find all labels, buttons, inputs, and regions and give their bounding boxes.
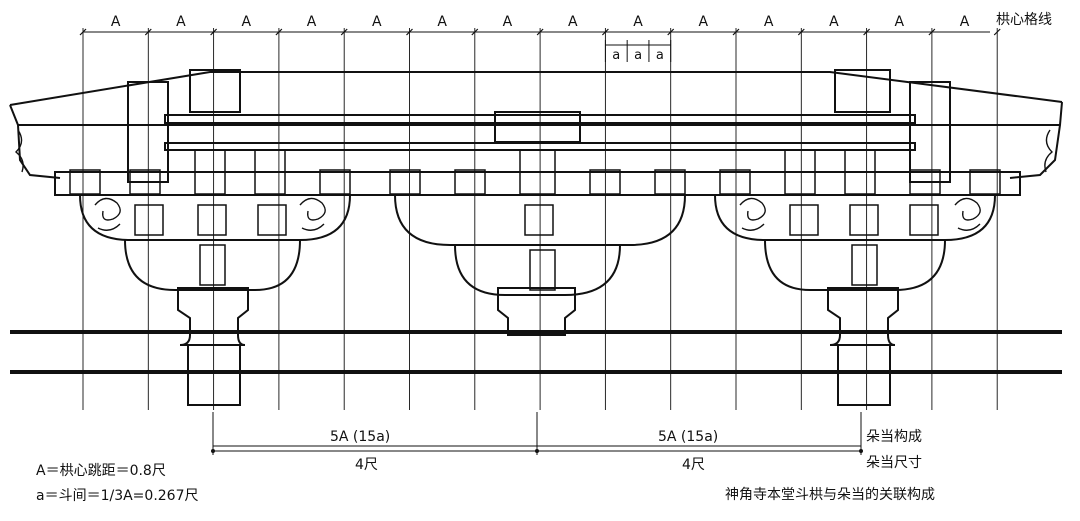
module-tick-14	[993, 28, 1001, 36]
module-label-11: A	[829, 14, 839, 30]
right-bracket-arm	[714, 194, 996, 241]
sub-module-label-1: a	[634, 48, 642, 63]
module-tick-3	[275, 28, 283, 36]
module-tick-12	[863, 28, 871, 36]
legend-module: A＝栱心跳距＝0.8尺	[36, 463, 166, 479]
left-bracket-arm	[79, 194, 351, 241]
module-tick-13	[928, 28, 936, 36]
module-tick-0	[79, 28, 87, 36]
side-label-composition: 朵当构成	[866, 429, 922, 445]
right-upper-frame	[909, 81, 951, 183]
module-tick-9	[667, 28, 675, 36]
span-dot-2	[859, 449, 863, 453]
center-cap-block	[497, 287, 576, 336]
module-tick-1	[144, 28, 152, 36]
bracket-set-elevation	[9, 69, 1063, 406]
bracket-grid-lines	[82, 28, 998, 410]
span-dimension-rows	[211, 412, 863, 455]
module-label-2: A	[241, 14, 251, 30]
module-tick-2	[210, 28, 218, 36]
right-column	[837, 344, 891, 406]
module-tick-4	[340, 28, 348, 36]
left-lower-arm	[124, 239, 301, 291]
module-label-10: A	[764, 14, 774, 30]
span-2-top-label: 5A (15a)	[658, 429, 719, 445]
module-label-1: A	[176, 14, 186, 30]
span-dot-1	[535, 449, 539, 453]
center-lower-arm	[454, 244, 621, 296]
legend-sub-module: a＝斗间＝1/3A=0.267尺	[36, 488, 199, 504]
span-1-top-label: 5A (15a)	[330, 429, 391, 445]
module-label-8: A	[633, 14, 643, 30]
module-tick-11	[797, 28, 805, 36]
module-label-5: A	[437, 14, 447, 30]
right-lower-arm	[764, 239, 946, 291]
module-label-3: A	[307, 14, 317, 30]
top-block-right	[834, 69, 891, 113]
left-cap-block	[177, 287, 249, 346]
sub-module-label-2: a	[656, 48, 664, 63]
eave-right-end	[1009, 101, 1063, 179]
figure-caption: 神角寺本堂斗栱与朵当的关联构成	[725, 487, 935, 503]
module-tick-8	[601, 28, 609, 36]
top-block-left	[189, 69, 241, 113]
module-label-0: A	[111, 14, 121, 30]
tier-1-row	[54, 171, 1021, 196]
module-label-13: A	[960, 14, 970, 30]
module-tick-7	[536, 28, 544, 36]
sub-module-label-0: a	[612, 48, 620, 63]
module-tick-6	[471, 28, 479, 36]
module-label-6: A	[503, 14, 513, 30]
top-block-center	[494, 111, 581, 143]
span-1-bottom-label: 4尺	[355, 457, 378, 473]
module-label-9: A	[699, 14, 709, 30]
carved-ornaments	[14, 129, 1054, 231]
small-blocks	[69, 149, 1001, 291]
module-label-4: A	[372, 14, 382, 30]
module-label-7: A	[568, 14, 578, 30]
module-tick-10	[732, 28, 740, 36]
eave-left-end	[9, 104, 61, 179]
span-dot-0	[211, 449, 215, 453]
right-cap-block	[827, 287, 899, 346]
module-label-12: A	[894, 14, 904, 30]
module-tick-5	[406, 28, 413, 36]
grid-line-label: 栱心格线	[996, 12, 1052, 28]
side-label-dimension: 朵当尺寸	[866, 455, 922, 471]
span-2-bottom-label: 4尺	[682, 457, 705, 473]
